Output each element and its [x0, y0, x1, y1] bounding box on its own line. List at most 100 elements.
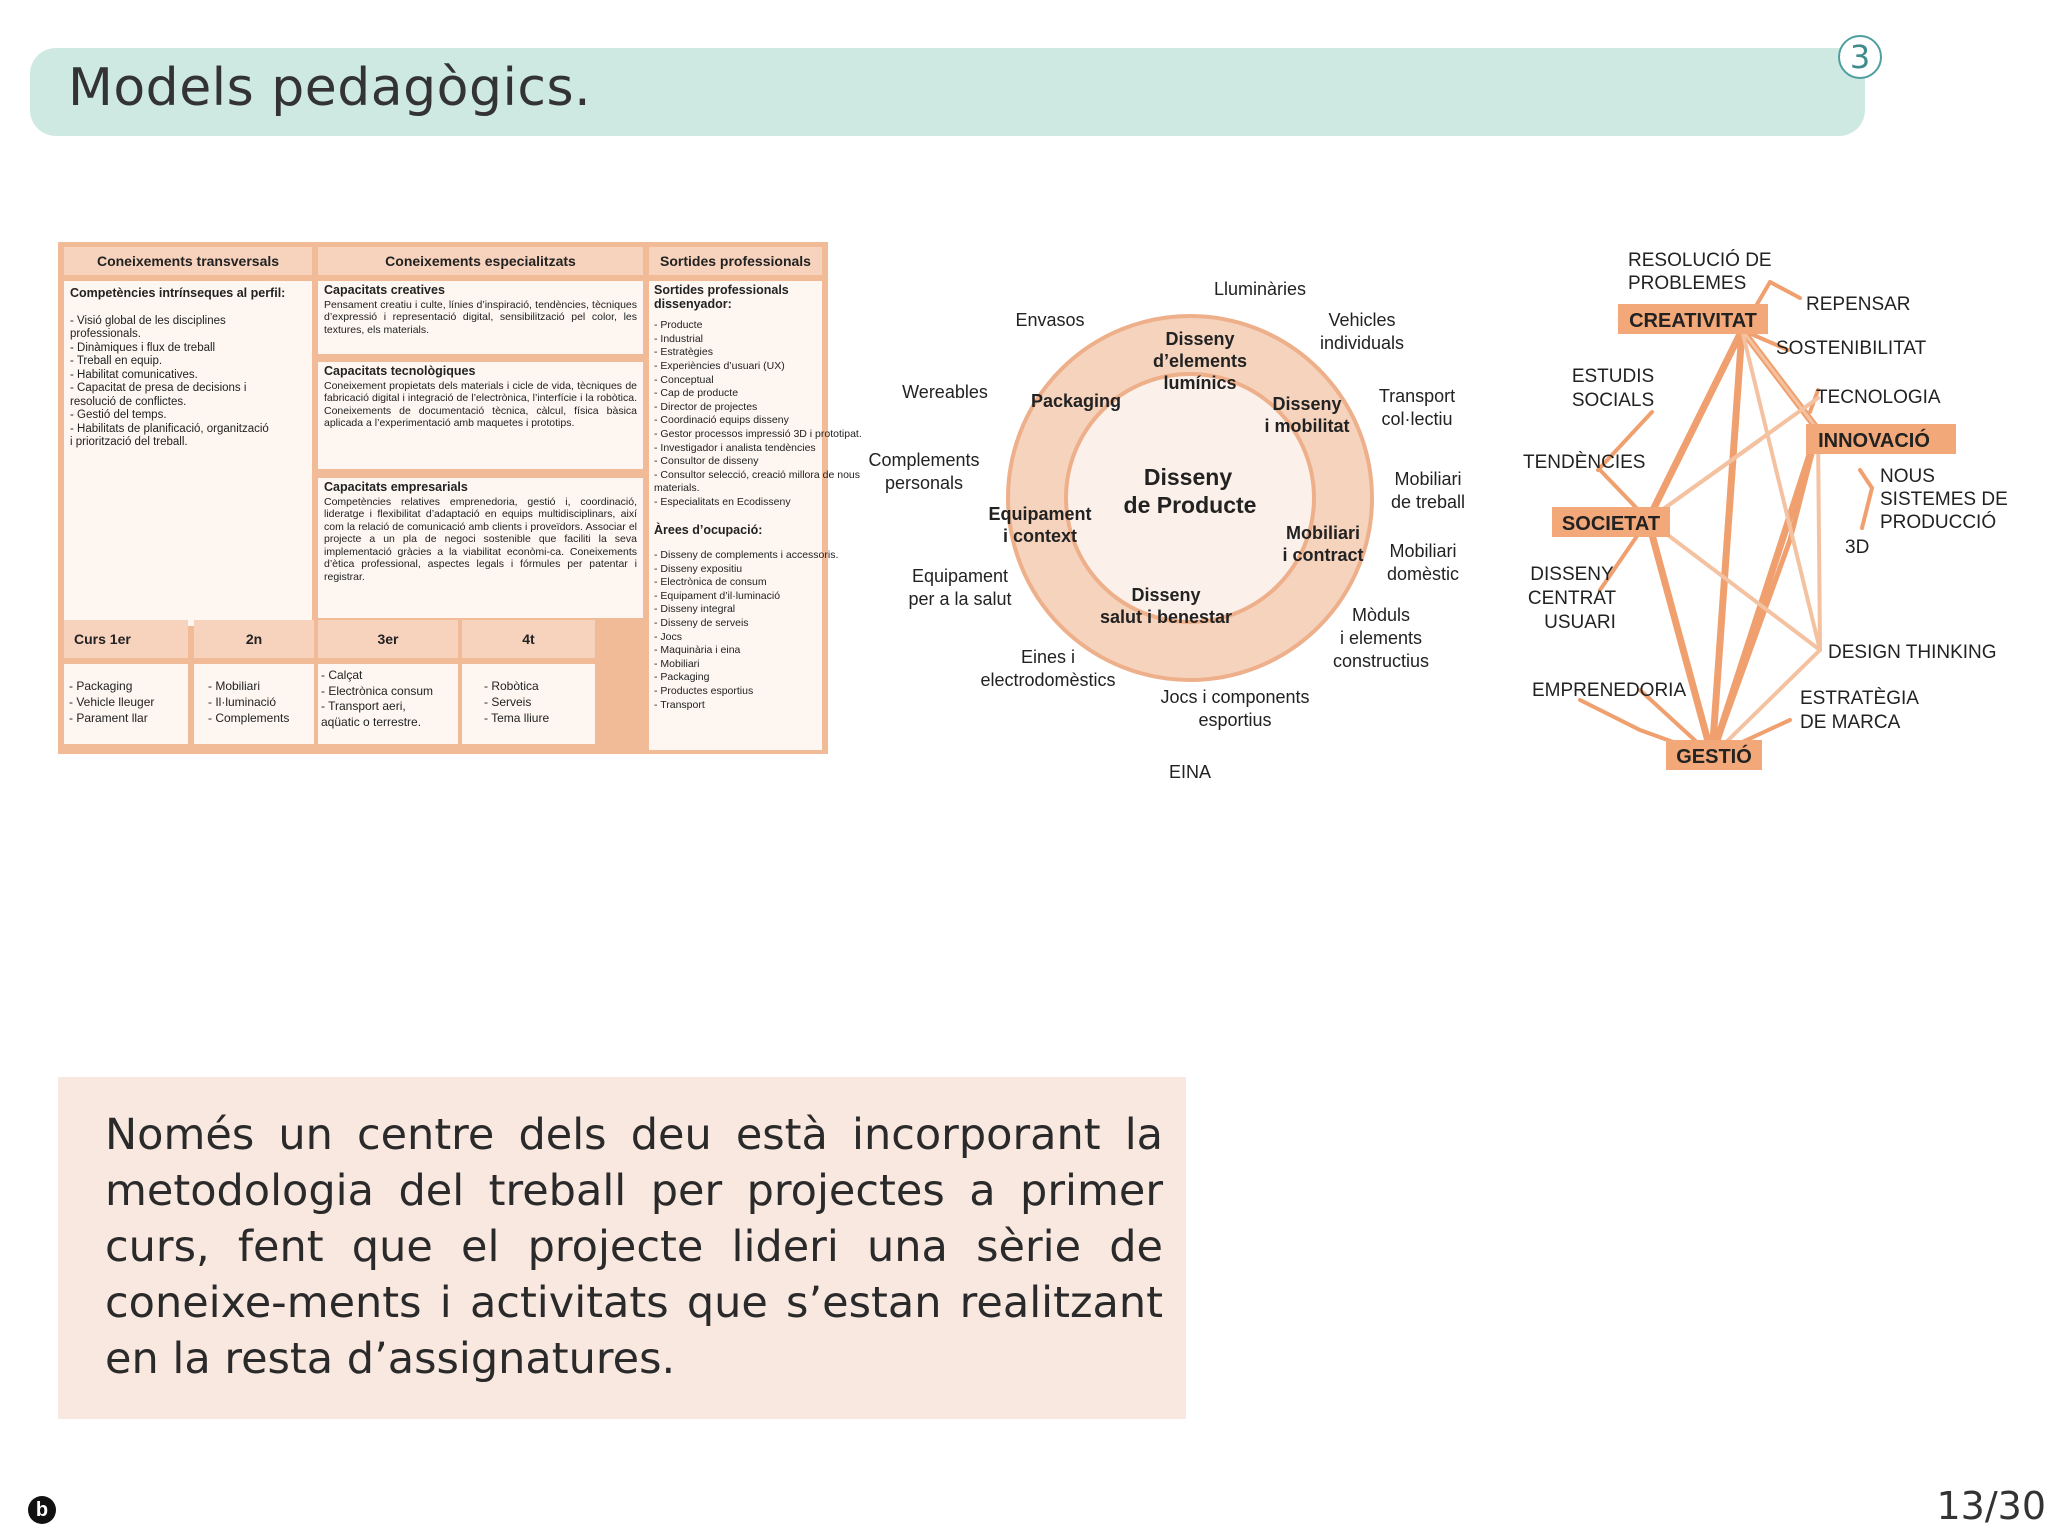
hub-creativitat-box — [1618, 304, 1768, 334]
hub-gestio-box — [1666, 740, 1762, 770]
link-innovacio-design — [1816, 428, 1822, 652]
outer-label-line: Lluminàries — [1214, 279, 1306, 299]
list-item: - Equipament d’il·luminació — [654, 589, 781, 602]
network-hubs: CREATIVITAT INNOVACIÓ SOCIETAT GESTIÓ — [1552, 304, 1956, 770]
link-repensar — [1768, 280, 1802, 300]
term-line: PRODUCCIÓ — [1880, 511, 1996, 533]
capacitats-empresarials-cell: Capacitats empresarials Competències rel… — [318, 478, 643, 618]
outer-label-line: col·lectiu — [1381, 409, 1452, 429]
hub-innovacio: INNOVACIÓ — [1818, 428, 1930, 452]
link-innovacio-gestio-2 — [1709, 427, 1821, 759]
center-line-1: Disseny — [1144, 464, 1232, 490]
transversals-title: Competències intrínseques al perfil: — [70, 286, 286, 300]
section-number-badge: 3 — [1838, 35, 1882, 79]
capacitats-creatives-title: Capacitats creatives — [324, 283, 445, 297]
term-tecnologia: TECNOLOGIA — [1816, 387, 1941, 408]
list-item: - Serveis — [484, 695, 532, 709]
term-line: TECNOLOGIA — [1816, 387, 1941, 408]
list-item: - Conceptual — [654, 373, 714, 386]
list-item: - Treball en equip. — [70, 355, 163, 367]
highlight-text-box: Només un centre dels deu està incorporan… — [58, 1077, 1186, 1419]
ring-label-line: d’elements — [1153, 351, 1247, 371]
list-item: - Vehicle lleuger — [69, 695, 155, 709]
link-societat-design — [1646, 518, 1822, 652]
list-item: professionals. — [70, 328, 141, 340]
link-gestio-design — [1710, 648, 1822, 758]
link-estrategia — [1710, 718, 1792, 758]
outer-label-line: per a la salut — [908, 589, 1011, 609]
outer-label-line: Jocs i components — [1160, 687, 1309, 707]
page-number: 13/30 — [1936, 1484, 2046, 1528]
capacitats-empresarials-text: Competències relatives emprenedoria, ges… — [324, 495, 637, 583]
list-item: - Parament llar — [69, 711, 148, 725]
ring-label-line: Disseny — [1165, 329, 1234, 349]
list-item: - Gestió del temps. — [70, 409, 167, 421]
list-item: - Consultor de disseny — [654, 455, 759, 468]
list-item: - Director de projectes — [654, 400, 758, 413]
list-item: - Transport aeri, — [321, 699, 406, 713]
list-item: - Maquinària i eina — [654, 644, 741, 657]
list-item: - Disseny integral — [654, 603, 736, 616]
term-line: TENDÈNCIES — [1523, 452, 1645, 473]
capacitats-tecnologiques-title: Capacitats tecnològiques — [324, 364, 476, 378]
course-1-cell: - Packaging - Vehicle lleuger - Parament… — [64, 664, 188, 744]
link-disseny-centrat — [1598, 518, 1650, 592]
link-tendencies — [1598, 468, 1650, 522]
link-sostenibilitat — [1740, 328, 1790, 352]
ring-label-packaging: Packaging — [1031, 391, 1121, 411]
term-line: PROBLEMES — [1628, 273, 1746, 294]
ring-label-line: Packaging — [1031, 391, 1121, 411]
outer-label-line: EINA — [1169, 762, 1211, 782]
term-line: CENTRAT — [1528, 588, 1617, 609]
link-creativitat-design — [1740, 328, 1822, 652]
list-item: - Visió global de les disciplines — [70, 314, 226, 327]
list-item: - Producte — [654, 319, 703, 332]
sortides-title: Sortides professionals — [654, 283, 789, 297]
list-item: materials. — [654, 482, 700, 495]
hub-creativitat: CREATIVITAT — [1629, 310, 1757, 332]
sortides-cell: Sortides professionals dissenyador: - Pr… — [649, 281, 862, 750]
outer-label-line: Vehicles — [1328, 310, 1395, 330]
capacitats-tecnologiques-cell: Capacitats tecnològiques Coneixement pro… — [318, 362, 643, 469]
outer-label-line: individuals — [1320, 333, 1404, 353]
list-item: - Tema lliure — [484, 711, 550, 725]
link-creativitat-innovacio — [1738, 326, 1822, 434]
course-4-cell: - Robòtica - Serveis - Tema lliure — [462, 664, 595, 744]
term-line: SOCIALS — [1572, 390, 1654, 411]
list-item: - Habilitats de planificació, organitzac… — [70, 422, 269, 435]
term-line: SOSTENIBILITAT — [1776, 338, 1927, 359]
center-line-2: de Producte — [1124, 492, 1257, 518]
term-emprenedoria: EMPRENEDORIA — [1532, 680, 1686, 701]
list-item: - Gestor processos impressió 3D i protot… — [654, 427, 862, 440]
transversals-cell: Competències intrínseques al perfil: - V… — [64, 281, 312, 626]
link-societat-gestio — [1644, 516, 1716, 760]
link-societat-tecnologia — [1646, 396, 1820, 522]
curriculum-table: Coneixements transversals Coneixements e… — [58, 242, 862, 754]
outer-label-vehicles: Vehicles individuals — [1320, 310, 1404, 353]
list-item: - Dinàmiques i flux de treball — [70, 341, 216, 354]
term-line: ESTRATÈGIA — [1800, 688, 1919, 709]
outer-label-line: Transport — [1379, 386, 1455, 406]
link-estudis-socials — [1596, 410, 1654, 472]
ring-label-line: salut i benestar — [1100, 607, 1232, 627]
inner-circle — [1064, 372, 1316, 624]
list-item: - Il·luminació — [208, 695, 277, 709]
outer-label-wereables: Wereables — [902, 382, 988, 402]
outer-ring — [1006, 314, 1374, 682]
table-header-transversals: Coneixements transversals — [64, 247, 312, 275]
highlight-text: Només un centre dels deu està incorporan… — [105, 1110, 1163, 1384]
list-item: aqüatic o terrestre. — [321, 714, 422, 729]
list-item: i priorització del treball. — [70, 436, 188, 448]
outer-label-line: Wereables — [902, 382, 988, 402]
term-line: DESIGN THINKING — [1828, 642, 1997, 663]
circle-center-label-2: de Producte — [1124, 492, 1257, 518]
link-emprenedoria — [1638, 688, 1714, 758]
